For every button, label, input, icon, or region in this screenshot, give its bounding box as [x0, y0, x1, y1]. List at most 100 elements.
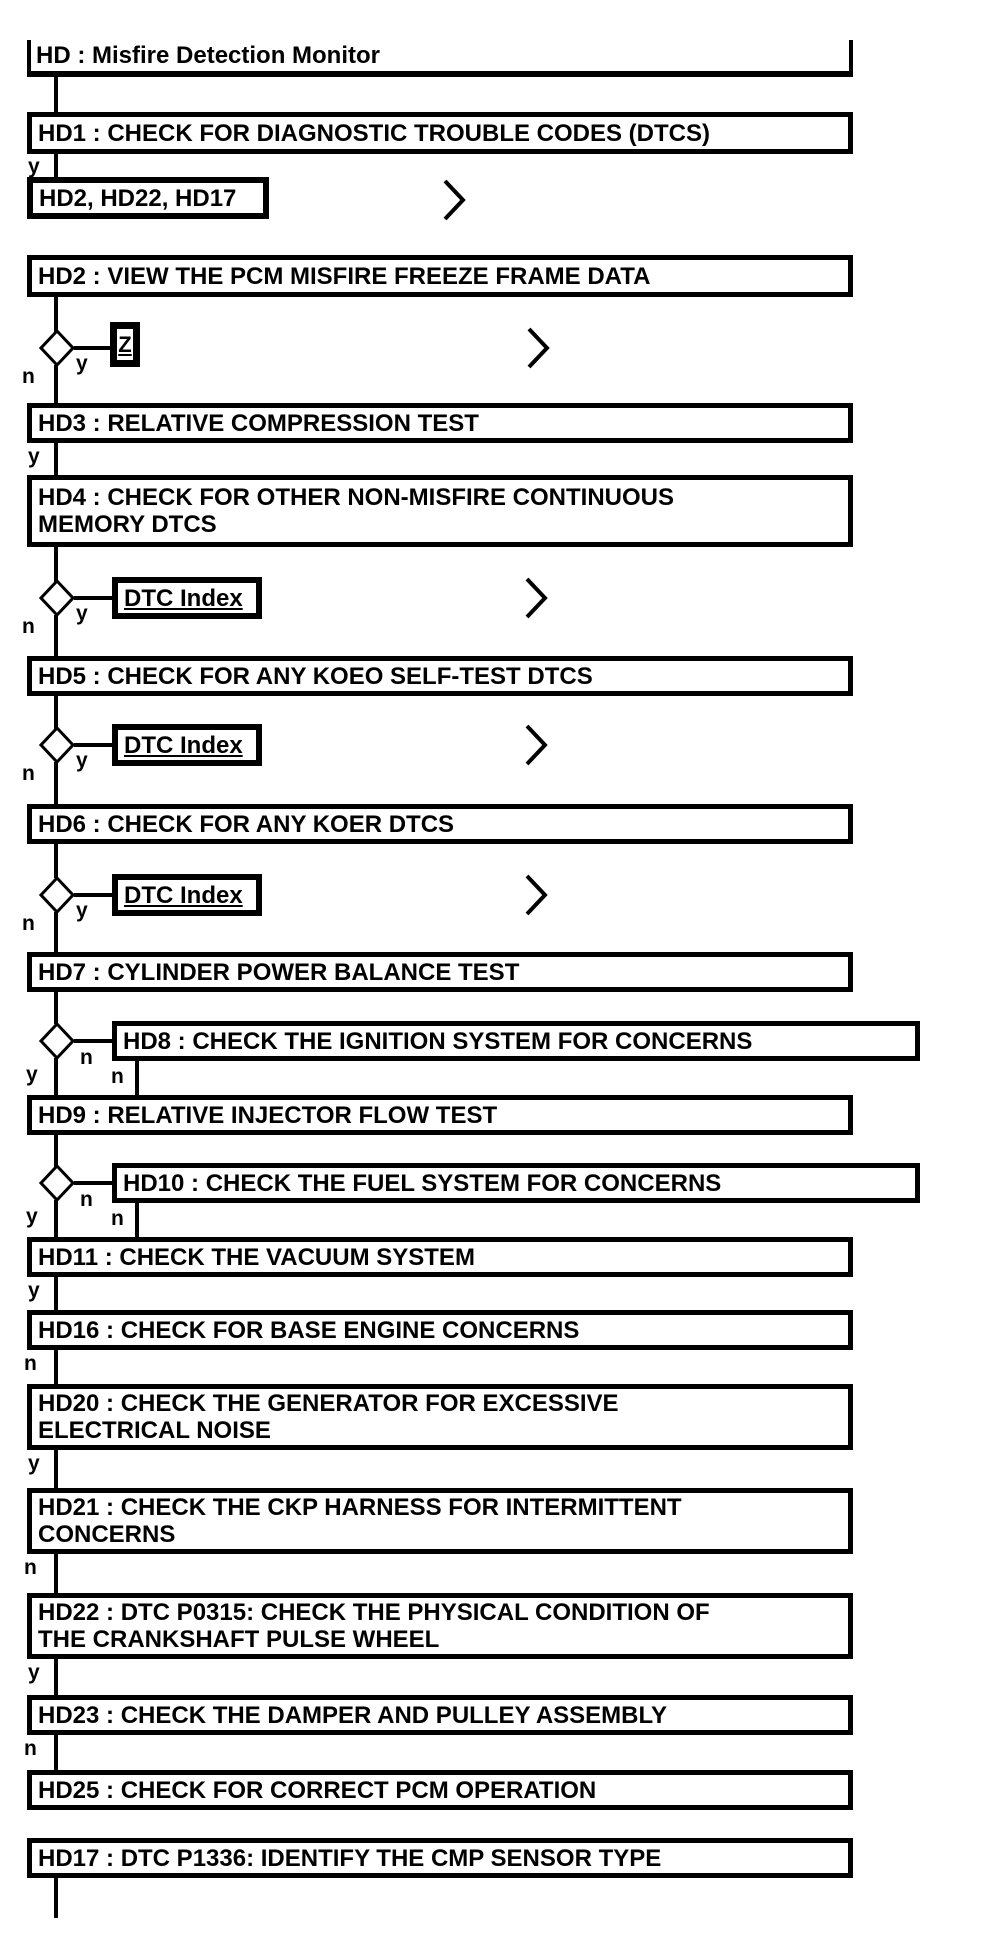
step-hd7-text: HD7 : CYLINDER POWER BALANCE TEST — [38, 958, 520, 986]
decision-diamond-hd6 — [39, 876, 75, 914]
step-hd20-text-line1: HD20 : CHECK THE GENERATOR FOR EXCESSIVE — [38, 1390, 619, 1417]
step-hd3: HD3 : RELATIVE COMPRESSION TEST — [27, 403, 853, 443]
branch-label-yes: y — [26, 1205, 38, 1228]
branch-label-yes: y — [28, 155, 40, 178]
continue-chevron-icon — [527, 327, 550, 369]
connector-line — [54, 1735, 58, 1770]
ref-link-z-text: Z — [118, 331, 132, 357]
dtc-index-text: DTC Index — [124, 584, 243, 612]
ref-link-z[interactable]: Z — [110, 322, 140, 367]
flow-title-text: HD : Misfire Detection Monitor — [36, 41, 381, 69]
connector-line — [135, 1061, 139, 1095]
connector-line — [74, 596, 112, 600]
step-hd7: HD7 : CYLINDER POWER BALANCE TEST — [27, 952, 853, 992]
branch-label-yes: y — [28, 1661, 40, 1684]
decision-diamond-hd9 — [39, 1164, 75, 1202]
connector-line — [54, 615, 58, 656]
connector-line — [74, 743, 112, 747]
decision-diamond-hd5 — [39, 726, 75, 764]
step-hd1: HD1 : CHECK FOR DIAGNOSTIC TROUBLE CODES… — [27, 112, 853, 154]
step-hd4: HD4 : CHECK FOR OTHER NON-MISFIRE CONTIN… — [27, 475, 853, 547]
continue-chevron-icon — [525, 874, 548, 916]
connector-line — [74, 893, 112, 897]
connector-line — [54, 696, 58, 730]
connector-line — [54, 1554, 58, 1593]
connector-line — [54, 1878, 58, 1918]
connector-line — [74, 346, 112, 350]
connector-line — [54, 844, 58, 878]
dtc-index-link-2[interactable]: DTC Index — [112, 724, 262, 766]
connector-line — [54, 365, 58, 403]
step-hd4-text-line1: HD4 : CHECK FOR OTHER NON-MISFIRE CONTIN… — [38, 484, 674, 511]
continue-chevron-icon — [525, 577, 548, 619]
step-hd16-text: HD16 : CHECK FOR BASE ENGINE CONCERNS — [38, 1316, 580, 1344]
step-hd4-text-line2: MEMORY DTCS — [38, 511, 217, 538]
branch-label-no: n — [24, 1352, 37, 1375]
step-hd6-text: HD6 : CHECK FOR ANY KOER DTCS — [38, 810, 455, 838]
step-hd10: HD10 : CHECK THE FUEL SYSTEM FOR CONCERN… — [112, 1163, 920, 1203]
dtc-index-link-3[interactable]: DTC Index — [112, 874, 262, 916]
flow-title: HD : Misfire Detection Monitor — [27, 40, 853, 77]
branch-label-yes: y — [28, 1452, 40, 1475]
branch-label-yes: y — [76, 899, 88, 922]
connector-line — [54, 547, 58, 583]
step-hd21: HD21 : CHECK THE CKP HARNESS FOR INTERMI… — [27, 1488, 853, 1554]
step-hd5: HD5 : CHECK FOR ANY KOEO SELF-TEST DTCS — [27, 656, 853, 696]
connector-line — [54, 912, 58, 952]
step-hd9-text: HD9 : RELATIVE INJECTOR FLOW TEST — [38, 1101, 498, 1129]
step-hd22: HD22 : DTC P0315: CHECK THE PHYSICAL CON… — [27, 1593, 853, 1659]
connector-line — [135, 1203, 139, 1237]
connector-line — [54, 762, 58, 804]
decision-diamond-hd2 — [39, 329, 75, 367]
branch-label-no: n — [22, 615, 35, 638]
connector-line — [54, 1350, 58, 1384]
connector-line — [54, 1450, 58, 1488]
step-hd25-text: HD25 : CHECK FOR CORRECT PCM OPERATION — [38, 1776, 597, 1804]
dtc-index-text: DTC Index — [124, 881, 243, 909]
step-hd1-text: HD1 : CHECK FOR DIAGNOSTIC TROUBLE CODES… — [38, 119, 710, 147]
branch-label-yes: y — [76, 749, 88, 772]
connector-line — [54, 1200, 58, 1237]
connector-line — [54, 1135, 58, 1167]
branch-label-yes: y — [76, 352, 88, 375]
step-hd11: HD11 : CHECK THE VACUUM SYSTEM — [27, 1237, 853, 1277]
branch-label-yes: y — [28, 1279, 40, 1302]
connector-line — [54, 76, 58, 112]
step-hd10-text: HD10 : CHECK THE FUEL SYSTEM FOR CONCERN… — [123, 1169, 722, 1197]
continue-chevron-icon — [525, 724, 548, 766]
step-hd22-text-line2: THE CRANKSHAFT PULSE WHEEL — [38, 1626, 440, 1653]
step-hd23-text: HD23 : CHECK THE DAMPER AND PULLEY ASSEM… — [38, 1701, 667, 1729]
step-hd20: HD20 : CHECK THE GENERATOR FOR EXCESSIVE… — [27, 1384, 853, 1450]
step-hd8: HD8 : CHECK THE IGNITION SYSTEM FOR CONC… — [112, 1021, 920, 1061]
step-hd9: HD9 : RELATIVE INJECTOR FLOW TEST — [27, 1095, 853, 1135]
branch-label-no: n — [22, 365, 35, 388]
branch-label-no: n — [80, 1046, 93, 1069]
step-hd25: HD25 : CHECK FOR CORRECT PCM OPERATION — [27, 1770, 853, 1810]
step-hd5-text: HD5 : CHECK FOR ANY KOEO SELF-TEST DTCS — [38, 662, 593, 690]
connector-line — [54, 154, 58, 180]
connector-line — [74, 1181, 112, 1185]
connector-line — [74, 1039, 112, 1043]
step-hd17-text: HD17 : DTC P1336: IDENTIFY THE CMP SENSO… — [38, 1844, 662, 1872]
decision-diamond-hd7 — [39, 1022, 75, 1060]
step-hd22-text-line1: HD22 : DTC P0315: CHECK THE PHYSICAL CON… — [38, 1599, 710, 1626]
step-hd2-text: HD2 : VIEW THE PCM MISFIRE FREEZE FRAME … — [38, 262, 651, 290]
branch-label-no: n — [80, 1188, 93, 1211]
continue-chevron-icon — [443, 179, 466, 221]
step-hd17: HD17 : DTC P1336: IDENTIFY THE CMP SENSO… — [27, 1838, 853, 1878]
step-hd3-text: HD3 : RELATIVE COMPRESSION TEST — [38, 409, 479, 437]
step-hd6: HD6 : CHECK FOR ANY KOER DTCS — [27, 804, 853, 844]
step-hd21-text-line1: HD21 : CHECK THE CKP HARNESS FOR INTERMI… — [38, 1494, 682, 1521]
decision-diamond-hd4 — [39, 579, 75, 617]
connector-line — [54, 1058, 58, 1095]
branch-label-no: n — [24, 1737, 37, 1760]
dtc-index-link-1[interactable]: DTC Index — [112, 577, 262, 619]
branch-label-yes: y — [28, 445, 40, 468]
connector-line — [54, 992, 58, 1024]
ref-box-hd2-hd22-hd17[interactable]: HD2, HD22, HD17 — [27, 177, 269, 219]
branch-label-yes: y — [76, 602, 88, 625]
branch-label-no: n — [22, 762, 35, 785]
step-hd23: HD23 : CHECK THE DAMPER AND PULLEY ASSEM… — [27, 1695, 853, 1735]
branch-label-no: n — [22, 912, 35, 935]
